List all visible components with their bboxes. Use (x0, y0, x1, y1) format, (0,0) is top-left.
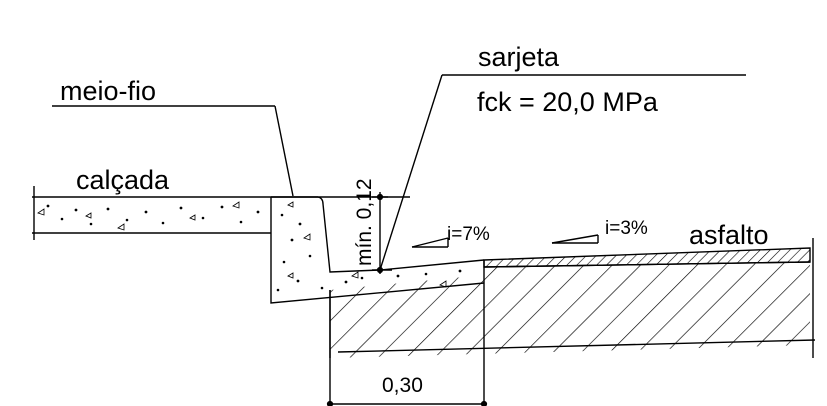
width-dimension (326, 290, 488, 406)
gutter-top-line (379, 259, 485, 271)
width-label: 0,30 (382, 374, 423, 397)
sarjeta-leader-line (379, 74, 443, 271)
sidewalk-slab (32, 186, 410, 240)
sarjeta-label: sarjeta (478, 42, 560, 72)
calcada-label: calçada (76, 165, 170, 195)
meio-fio-leader-line (274, 105, 294, 197)
fck-label: fck = 20,0 MPa (477, 87, 659, 117)
depth-dimension (372, 192, 392, 274)
slope-arrow-road (551, 234, 599, 244)
base-bottom-line (337, 339, 816, 353)
slope-road-label: i=3% (605, 218, 648, 239)
asphalt-layer (483, 247, 811, 268)
slope-arrow-gutter (411, 237, 449, 248)
concrete-aggregate-marks (37, 201, 462, 292)
meio-fio-label: meio-fio (60, 76, 156, 106)
base-layer-hatch (330, 262, 810, 358)
asfalto-label: asfalto (689, 220, 769, 250)
min-depth-label: mín. 0,12 (353, 178, 376, 266)
slope-gutter-label: i=7% (447, 224, 490, 245)
